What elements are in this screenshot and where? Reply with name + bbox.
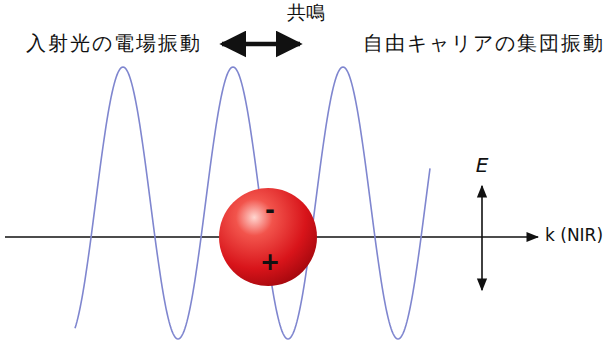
incident-field-label: 入射光の電場振動 bbox=[26, 32, 202, 55]
resonance-label: 共鳴 bbox=[287, 2, 325, 24]
negative-charge: - bbox=[265, 197, 275, 225]
e-field-arrow bbox=[481, 186, 483, 290]
resonance-arrow bbox=[222, 42, 300, 47]
charged-sphere: -+ bbox=[218, 187, 318, 287]
light-wave bbox=[75, 67, 430, 339]
e-field-label: E bbox=[476, 154, 489, 177]
k-axis-label: k (NIR) bbox=[545, 226, 603, 246]
carrier-oscillation-label: 自由キャリアの集団振動 bbox=[363, 32, 605, 55]
positive-charge: + bbox=[260, 249, 280, 277]
